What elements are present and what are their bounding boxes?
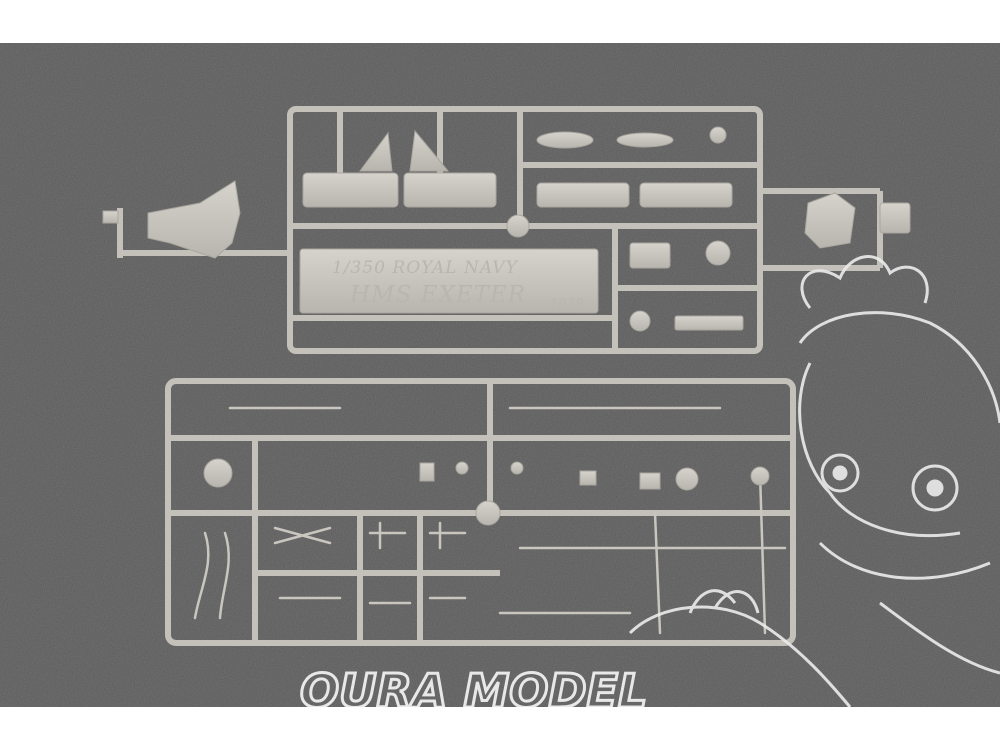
mascot-face: [798, 362, 961, 538]
sprue-top-hub: [506, 214, 530, 238]
part-block-1: [419, 462, 435, 482]
part-small-knob: [709, 126, 727, 144]
nameplate-text: 1/350 ROYAL NAVY HMS EXETER 1939: [332, 258, 585, 310]
part-rails: [278, 596, 467, 605]
part-cross-brace-3: [428, 521, 467, 550]
part-wheel-3: [750, 466, 770, 486]
part-wheel-2: [675, 467, 699, 491]
part-turret-right: [804, 192, 856, 249]
mascot-eye-left: [820, 453, 860, 493]
sprue-top-parts: [102, 126, 911, 332]
part-block-3: [579, 470, 597, 486]
watermark-mascot: [628, 255, 1000, 707]
part-small-1: [629, 242, 671, 269]
part-hull-section-1: [302, 172, 399, 208]
part-boat-2: [616, 132, 674, 148]
nameplate-line1: 1/350 ROYAL NAVY: [332, 258, 519, 278]
sprue-bottom-small-parts: [203, 458, 770, 526]
part-boat-1: [536, 131, 594, 149]
part-knob-2: [510, 461, 524, 475]
part-fin-2: [409, 129, 450, 172]
mascot-body: [879, 601, 1000, 675]
part-block-2: [639, 472, 661, 490]
mascot-mouth: [818, 541, 991, 580]
mascot-finger-2: [713, 590, 760, 614]
part-wheel-1: [203, 458, 233, 488]
sprue-photo-svg: 1/350 ROYAL NAVY HMS EXETER 1939: [0, 43, 1000, 707]
nameplate: [299, 248, 599, 314]
sprue-top-frame: [287, 106, 763, 354]
felt-texture: [0, 43, 1000, 707]
part-crane-arm-2: [218, 531, 230, 620]
part-tiny-left: [102, 210, 119, 224]
mascot-crown: [800, 255, 929, 309]
part-hull-section-3: [536, 182, 630, 208]
sprue-bottom-hub: [475, 500, 501, 526]
part-crane-arm-1: [193, 531, 210, 620]
nameplate-line2: HMS EXETER: [349, 282, 526, 308]
mascot-eye-right: [911, 464, 959, 512]
sprue-bottom-parts: [193, 406, 787, 635]
part-cross-brace-1: [273, 526, 332, 545]
part-mast-2: [758, 471, 767, 635]
part-superstructure-left: [147, 180, 241, 259]
watermark-text: OURA MODEL: [300, 664, 647, 707]
mascot-head-top: [798, 311, 1000, 424]
mascot-hand: [628, 605, 852, 707]
product-photo: 1/350 ROYAL NAVY HMS EXETER 1939: [0, 43, 1000, 707]
mascot-pupil-left: [832, 465, 848, 481]
part-small-4: [674, 315, 744, 331]
part-small-2: [705, 240, 731, 266]
part-hull-section-4: [639, 182, 733, 208]
mascot-pupil-right: [926, 479, 944, 497]
mascot-finger-1: [688, 589, 737, 614]
part-fin-1: [359, 131, 393, 172]
nameplate-year: 1939: [550, 296, 585, 310]
part-cross-brace-2: [368, 521, 407, 550]
sprue-bottom: [165, 378, 796, 646]
part-small-3: [629, 310, 651, 332]
part-box-right: [879, 202, 911, 234]
part-hull-section-2: [403, 172, 497, 208]
part-knob-1: [455, 461, 469, 475]
